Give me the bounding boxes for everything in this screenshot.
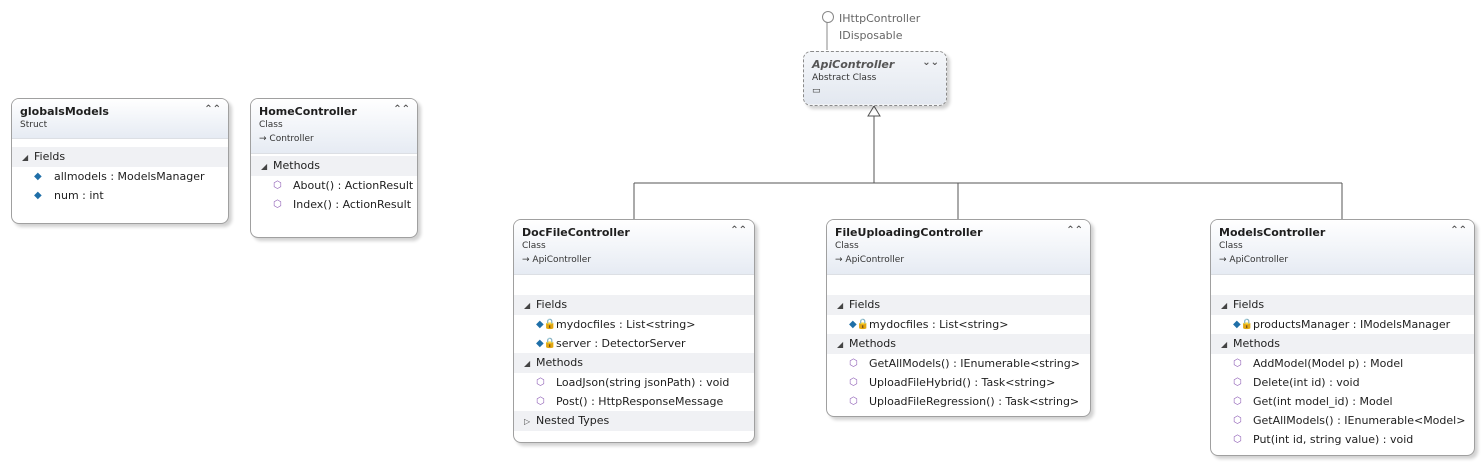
- field-item[interactable]: ◆🔒mydocfiles : List<string>: [514, 315, 754, 334]
- class-name: ModelsController: [1219, 226, 1326, 239]
- collapse-toggle-icon[interactable]: ⌃⌃: [1066, 225, 1083, 236]
- class-kind: Class: [522, 241, 546, 251]
- collapse-triangle-icon: ◢: [524, 359, 531, 368]
- class-header: DocFileController Class → ApiController …: [514, 220, 754, 275]
- inherit-arrow-icon: →: [835, 255, 846, 265]
- inherit-arrow-icon: →: [259, 134, 270, 144]
- class-name: FileUploadingController: [835, 226, 983, 239]
- base-class-label: → ApiController: [522, 255, 592, 265]
- class-name: ApiController: [812, 58, 895, 71]
- models-controller-box[interactable]: ModelsController Class → ApiController ⌃…: [1210, 219, 1475, 456]
- class-kind: Struct: [20, 120, 48, 130]
- interface-label: IHttpController: [839, 12, 921, 25]
- class-header: ModelsController Class → ApiController ⌃…: [1211, 220, 1474, 275]
- private-field-icon: ◆🔒: [536, 319, 557, 330]
- inherit-arrow-icon: →: [522, 255, 533, 265]
- api-controller-box[interactable]: ApiController Abstract Class ▭ ⌄⌄: [803, 51, 947, 106]
- expand-toggle-icon[interactable]: ⌄⌄: [922, 57, 939, 68]
- interface-label: IDisposable: [839, 29, 903, 42]
- method-item[interactable]: ⬡Get(int model_id) : Model: [1211, 392, 1474, 411]
- method-item[interactable]: ⬡LoadJson(string jsonPath) : void: [514, 373, 754, 392]
- home-controller-box[interactable]: HomeController Class → Controller ⌃⌃ ◢Me…: [250, 98, 418, 238]
- interface-list: IHttpController IDisposable: [839, 10, 920, 44]
- collapse-toggle-icon[interactable]: ⌃⌃: [1450, 225, 1467, 236]
- method-item[interactable]: ⬡Index() : ActionResult: [251, 195, 417, 214]
- collapse-triangle-icon: ◢: [261, 162, 268, 171]
- collapse-triangle-icon: ◢: [1221, 301, 1228, 310]
- inherit-arrow-icon: →: [1219, 255, 1230, 265]
- nested-types-section-header[interactable]: ▷Nested Types: [514, 411, 754, 431]
- method-item[interactable]: ⬡UploadFileHybrid() : Task<string>: [827, 373, 1090, 392]
- field-item[interactable]: ◆🔒mydocfiles : List<string>: [827, 315, 1090, 334]
- method-icon: ⬡: [536, 377, 545, 388]
- fields-section-header[interactable]: ◢Fields: [514, 295, 754, 315]
- base-class-label: → ApiController: [835, 255, 905, 265]
- collapse-triangle-icon: ◢: [22, 153, 29, 162]
- class-header: FileUploadingController Class → ApiContr…: [827, 220, 1090, 275]
- class-name: globalsModels: [20, 105, 109, 118]
- method-icon: ⬡: [849, 396, 858, 407]
- methods-section-header[interactable]: ◢Methods: [827, 334, 1090, 354]
- method-icon: ⬡: [1233, 377, 1242, 388]
- methods-section-header[interactable]: ◢Methods: [251, 156, 417, 176]
- interface-lollipop-icon: [822, 11, 834, 23]
- field-item[interactable]: ◆🔒productsManager : IModelsManager: [1211, 315, 1474, 334]
- docfile-controller-box[interactable]: DocFileController Class → ApiController …: [513, 219, 755, 443]
- collapse-triangle-icon: ◢: [837, 340, 844, 349]
- method-icon: ⬡: [1233, 396, 1242, 407]
- fileuploading-controller-box[interactable]: FileUploadingController Class → ApiContr…: [826, 219, 1091, 417]
- class-name: DocFileController: [522, 226, 630, 239]
- method-icon: ⬡: [1233, 434, 1242, 445]
- methods-section-header[interactable]: ◢Methods: [1211, 334, 1474, 354]
- field-icon: ◆: [34, 171, 42, 182]
- class-kind: Abstract Class: [812, 73, 877, 83]
- expand-triangle-icon: ▷: [524, 417, 531, 426]
- collapse-triangle-icon: ◢: [837, 301, 844, 310]
- method-item[interactable]: ⬡Post() : HttpResponseMessage: [514, 392, 754, 411]
- collapse-toggle-icon[interactable]: ⌃⌃: [393, 104, 410, 115]
- collapse-triangle-icon: ◢: [1221, 340, 1228, 349]
- method-item[interactable]: ⬡Delete(int id) : void: [1211, 373, 1474, 392]
- private-field-icon: ◆🔒: [536, 338, 557, 349]
- method-icon: ⬡: [1233, 415, 1242, 426]
- fields-section-header[interactable]: ◢Fields: [1211, 295, 1474, 315]
- method-icon: ⬡: [273, 199, 282, 210]
- class-header: ApiController Abstract Class ▭ ⌄⌄: [804, 52, 946, 104]
- method-item[interactable]: ⬡AddModel(Model p) : Model: [1211, 354, 1474, 373]
- private-field-icon: ◆🔒: [1233, 319, 1254, 330]
- method-icon: ⬡: [849, 377, 858, 388]
- collapse-triangle-icon: ◢: [524, 301, 531, 310]
- class-header: HomeController Class → Controller ⌃⌃: [251, 99, 417, 154]
- inheritance-arrowhead: [867, 105, 881, 117]
- class-kind: Class: [259, 120, 283, 130]
- base-class-label: → Controller: [259, 134, 314, 144]
- abstract-class-icon: ▭: [812, 86, 821, 96]
- collapse-toggle-icon[interactable]: ⌃⌃: [204, 104, 221, 115]
- method-icon: ⬡: [273, 180, 282, 191]
- fields-section-header[interactable]: ◢Fields: [12, 147, 228, 167]
- method-item[interactable]: ⬡GetAllModels() : IEnumerable<Model>: [1211, 411, 1474, 430]
- methods-section-header[interactable]: ◢Methods: [514, 353, 754, 373]
- private-field-icon: ◆🔒: [849, 319, 870, 330]
- field-icon: ◆: [34, 190, 42, 201]
- fields-section-header[interactable]: ◢Fields: [827, 295, 1090, 315]
- method-icon: ⬡: [1233, 358, 1242, 369]
- collapse-toggle-icon[interactable]: ⌃⌃: [730, 225, 747, 236]
- class-kind: Class: [835, 241, 859, 251]
- method-item[interactable]: ⬡About() : ActionResult: [251, 176, 417, 195]
- base-class-label: → ApiController: [1219, 255, 1289, 265]
- class-header: globalsModels Struct ⌃⌃: [12, 99, 228, 139]
- method-item[interactable]: ⬡UploadFileRegression() : Task<string>: [827, 392, 1090, 411]
- globals-models-box[interactable]: globalsModels Struct ⌃⌃ ◢Fields ◆allmode…: [11, 98, 229, 224]
- method-icon: ⬡: [849, 358, 858, 369]
- method-item[interactable]: ⬡Put(int id, string value) : void: [1211, 430, 1474, 449]
- class-name: HomeController: [259, 105, 357, 118]
- class-kind: Class: [1219, 241, 1243, 251]
- field-item[interactable]: ◆allmodels : ModelsManager: [12, 167, 228, 186]
- field-item[interactable]: ◆num : int: [12, 186, 228, 205]
- method-item[interactable]: ⬡GetAllModels() : IEnumerable<string>: [827, 354, 1090, 373]
- field-item[interactable]: ◆🔒server : DetectorServer: [514, 334, 754, 353]
- method-icon: ⬡: [536, 396, 545, 407]
